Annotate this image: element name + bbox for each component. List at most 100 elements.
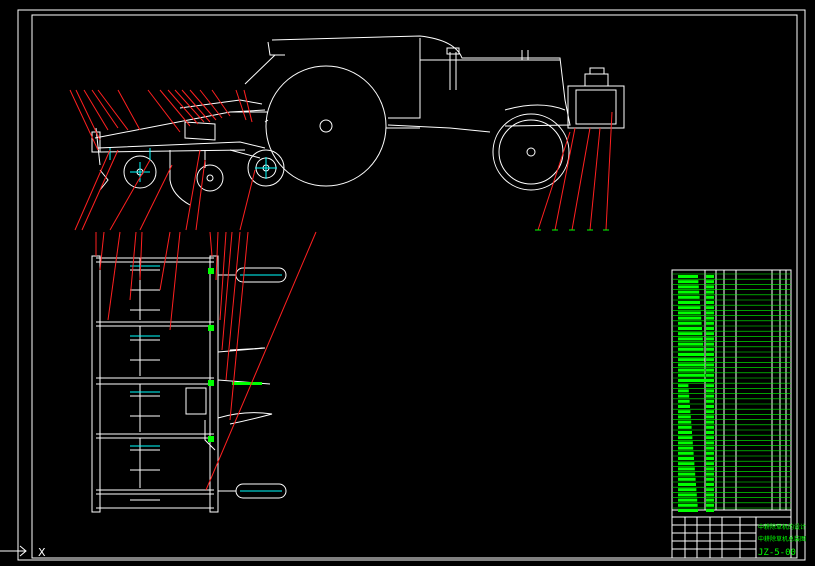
parts-list-qty-mark	[706, 373, 714, 377]
parts-list-text-mark	[678, 353, 704, 356]
rear-disk	[196, 164, 224, 192]
implement-side-view	[91, 99, 285, 206]
parts-list-text-mark	[678, 347, 704, 351]
parts-list-text-mark	[678, 498, 698, 502]
parts-list-text-mark	[678, 389, 689, 393]
parts-list-qty-mark	[706, 441, 714, 445]
drawing-title-line-2: 中耕除草机总装图	[758, 535, 806, 543]
parts-list-qty-mark	[706, 379, 714, 382]
parts-list-qty-mark	[706, 363, 714, 367]
parts-list-text-mark	[678, 280, 699, 284]
parts-list-qty-mark	[706, 295, 714, 299]
parts-list-text-mark	[678, 384, 689, 388]
parts-list-qty-mark	[706, 431, 714, 434]
parts-list-text-mark	[678, 285, 699, 289]
parts-list-qty-mark	[706, 389, 714, 393]
tractor-side-view	[230, 35, 625, 191]
parts-list-text-mark	[678, 363, 705, 367]
parts-list-text-mark	[678, 436, 693, 440]
parts-list-text-mark	[678, 488, 697, 492]
parts-list-text-mark	[678, 358, 705, 362]
parts-list-text-mark	[678, 477, 696, 481]
parts-list-text-mark	[678, 483, 696, 486]
parts-list-text-mark	[678, 410, 691, 414]
parts-list-qty-mark	[706, 311, 714, 315]
parts-list-qty-mark	[706, 306, 714, 310]
parts-list-qty-mark	[706, 275, 714, 278]
parts-list-text-mark	[678, 472, 696, 476]
parts-list-text-mark	[678, 327, 702, 330]
parts-list-text-mark	[678, 290, 700, 294]
rear-tractor-wheel	[265, 65, 387, 187]
parts-list-text-mark	[678, 342, 704, 346]
parts-list-qty-mark	[706, 493, 714, 497]
parts-list-qty-mark	[706, 509, 714, 512]
parts-list-text-mark	[678, 425, 692, 429]
parts-list-qty-mark	[706, 399, 714, 403]
parts-list-text-marks	[678, 275, 714, 512]
gauge-wheel	[247, 149, 285, 187]
parts-list-qty-mark	[706, 368, 714, 372]
parts-list-text-mark	[678, 420, 692, 424]
parts-list-qty-mark	[706, 337, 714, 341]
parts-list-text-mark	[678, 394, 690, 398]
parts-list-text-mark	[678, 462, 695, 466]
parts-list-text-mark	[678, 415, 691, 419]
parts-list-qty-mark	[706, 290, 714, 294]
parts-list-text-mark	[678, 509, 698, 512]
parts-list-qty-mark	[706, 384, 714, 388]
parts-list-text-mark	[678, 311, 701, 315]
side-view-leader-lines	[69, 89, 613, 231]
parts-list-qty-mark	[706, 353, 714, 356]
inner-frame-border	[31, 14, 798, 559]
parts-list-qty-mark	[706, 285, 714, 289]
parts-list-qty-mark	[706, 316, 714, 320]
parts-list-qty-mark	[706, 301, 714, 304]
parts-list-text-mark	[678, 275, 698, 278]
parts-list-text-mark	[678, 503, 698, 507]
parts-list-text-mark	[678, 405, 690, 408]
parts-list-qty-mark	[706, 446, 714, 450]
parts-list-rows	[672, 273, 791, 509]
parts-list-qty-mark	[706, 425, 714, 429]
parts-list-text-mark	[678, 431, 692, 434]
parts-list-qty-mark	[706, 462, 714, 466]
parts-list-qty-mark	[706, 451, 714, 455]
parts-list-text-mark	[678, 451, 694, 455]
parts-list-text-mark	[678, 316, 702, 320]
parts-list-qty-mark	[706, 358, 714, 362]
parts-list-text-mark	[678, 467, 695, 471]
parts-list-text-mark	[678, 306, 701, 310]
depth-wheel	[123, 155, 157, 189]
parts-list-qty-mark	[706, 342, 714, 346]
parts-list-text-mark	[678, 337, 703, 341]
parts-list-text-mark	[678, 493, 697, 497]
parts-list-text-mark	[678, 446, 694, 450]
parts-list-text-mark	[678, 373, 706, 377]
parts-list-text-mark	[678, 295, 700, 299]
drawing-number: JZ-5-00	[758, 548, 796, 558]
parts-list-qty-mark	[706, 472, 714, 476]
parts-list-text-mark	[678, 457, 694, 460]
parts-list-qty-mark	[706, 457, 714, 460]
parts-list-qty-mark	[706, 436, 714, 440]
plan-view-green-details	[208, 268, 262, 442]
parts-list-qty-mark	[706, 410, 714, 414]
outer-sheet-border	[17, 9, 806, 561]
parts-list-qty-mark	[706, 483, 714, 486]
drawing-title-line-1: 中耕除草机的设计	[758, 523, 806, 531]
parts-list-qty-mark	[706, 327, 714, 330]
ucs-icon	[0, 545, 27, 557]
parts-list-qty-mark	[706, 332, 714, 336]
parts-list-qty-mark	[706, 347, 714, 351]
parts-list-text-mark	[678, 379, 706, 382]
parts-list-qty-mark	[706, 488, 714, 492]
parts-list-text-mark	[678, 368, 706, 372]
parts-list-qty-mark	[706, 467, 714, 471]
parts-list-text-mark	[678, 441, 693, 445]
parts-list-qty-mark	[706, 280, 714, 284]
front-tractor-wheel	[492, 113, 570, 191]
parts-list-qty-mark	[706, 477, 714, 481]
parts-list-text-mark	[678, 321, 702, 325]
